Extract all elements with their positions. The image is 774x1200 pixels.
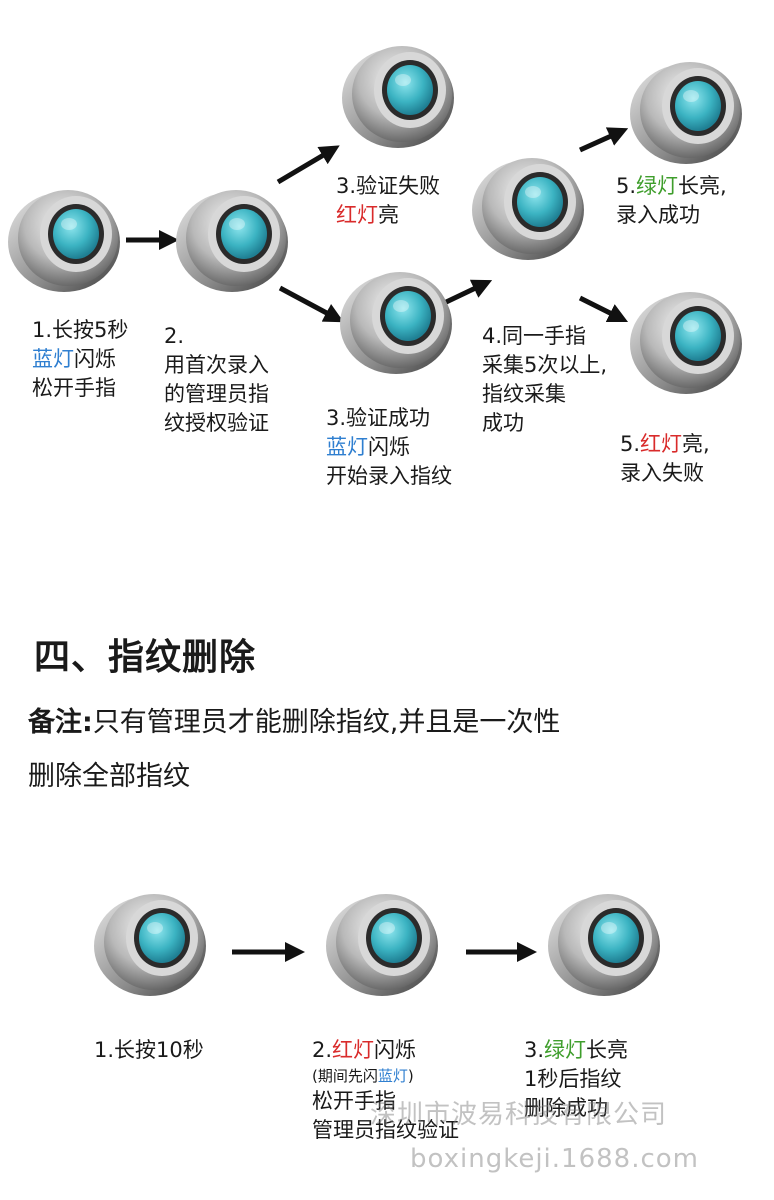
sensor-step3-fail (340, 36, 466, 152)
note-text-line1: 只有管理员才能删除指纹,并且是一次性 (92, 707, 561, 738)
note: 备注:只有管理员才能删除指纹,并且是一次性 删除全部指纹 (28, 696, 560, 804)
sensor-del-step1 (92, 884, 218, 1000)
label-step1: 1.长按5秒 蓝灯闪烁 松开手指 (32, 318, 129, 400)
note-text-line2: 删除全部指纹 (28, 761, 190, 792)
label-del-step1: 1.长按10秒 (94, 1038, 204, 1062)
label-step5-success: 5.绿灯长亮, 录入成功 (616, 174, 727, 227)
sensor-step3-ok (338, 262, 464, 378)
note-label: 备注: (28, 707, 93, 738)
sensor-step1 (6, 180, 132, 296)
sensor-del-step3 (546, 884, 672, 1000)
label-step3-ok: 3.验证成功 蓝灯闪烁 开始录入指纹 (326, 406, 452, 488)
label-step2: 2. 用首次录入 的管理员指 纹授权验证 (164, 324, 269, 435)
label-del-step3: 3.绿灯长亮 1秒后指纹 删除成功 (524, 1038, 629, 1120)
watermark-company: 深圳市波易科技有限公司 (370, 1100, 668, 1130)
arrow-4-to-failure (578, 295, 629, 323)
sensor-step5-fail (628, 282, 754, 398)
sensor-step2 (174, 180, 300, 296)
sensor-del-step2 (324, 884, 450, 1000)
watermark-url: boxingkeji.1688.com (410, 1144, 700, 1174)
section-title: 四、指纹删除 (34, 637, 257, 678)
label-step3-fail: 3.验证失败 红灯亮 (336, 174, 441, 227)
sensor-step4 (470, 148, 596, 264)
label-step4: 4.同一手指 采集5次以上, 指纹采集 成功 (482, 324, 608, 435)
label-del-step2: 2.红灯闪烁 (期间先闪蓝灯) 松开手指 管理员指纹验证 (312, 1038, 459, 1142)
label-step5-failure: 5.红灯亮, 录入失败 (620, 432, 710, 485)
sensor-step5-ok (628, 52, 754, 168)
arrow-2-to-fail (276, 145, 340, 185)
